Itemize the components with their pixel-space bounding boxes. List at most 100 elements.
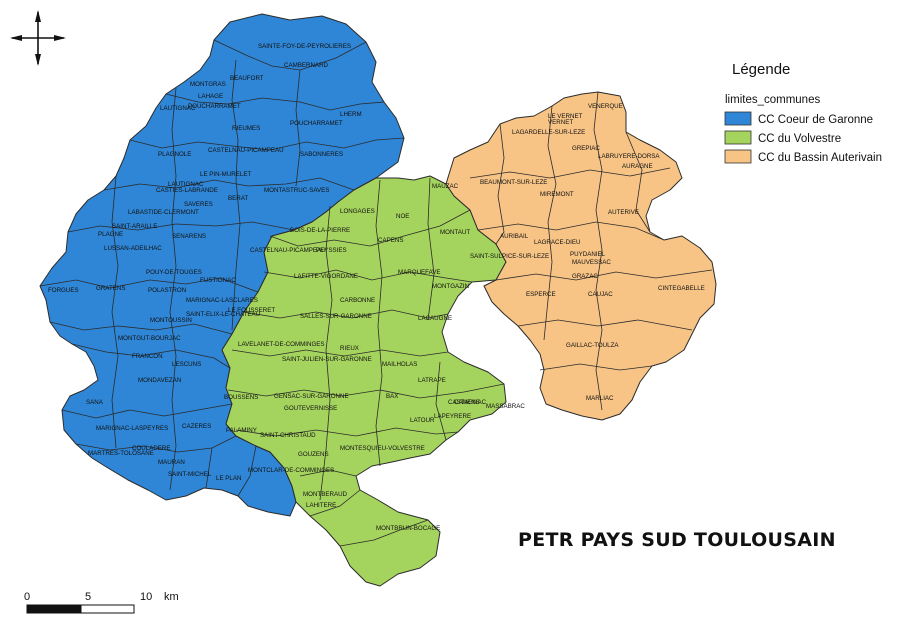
legend-label-bassin-auterivain: CC du Bassin Auterivain <box>758 152 882 164</box>
commune-label: LAVELANET-DE-COMMINGES <box>238 341 325 348</box>
commune-borders <box>39 39 713 547</box>
commune-label: MASSABRAC <box>486 403 525 410</box>
commune-label: MARLIAC <box>586 395 614 402</box>
commune-label: LE VERNET <box>548 113 583 120</box>
commune-label: FORGUES <box>48 287 79 294</box>
commune-label: RIEUMES <box>232 125 260 132</box>
commune-label: GAILLAC-TOULZA <box>566 342 619 349</box>
labels-volvestre: MAUZAC LONGAGES NOE BOIS-DE-LA-PIERRE CAPENS… <box>238 183 525 532</box>
commune-label: CAZERES <box>182 423 211 430</box>
commune-label: GENSAC-SUR-GARONNE <box>274 393 349 400</box>
commune-label: POUCHARRAMET <box>290 120 343 127</box>
commune-label: MONTCLAR-DE-COMMINGES <box>248 467 334 474</box>
commune-label: LABRUYERE-DORSA <box>598 153 660 160</box>
commune-label: AUTERIVE <box>608 209 639 216</box>
commune-label: LE PIN-MURELET <box>200 171 251 178</box>
commune-label: MARQUEFAVE <box>398 269 441 276</box>
commune-label: ESPERCE <box>526 291 556 298</box>
commune-label: BOUSSENS <box>224 394 258 401</box>
commune-label: SAINT-SULPICE-SUR-LEZE <box>470 253 549 260</box>
commune-label: LONGAGES <box>340 208 375 215</box>
commune-label: MONTOUSSIN <box>150 317 192 324</box>
commune-label: MONTGUT-BOURJAC <box>118 335 181 342</box>
commune-label: LAGARDELLE-SUR-LEZE <box>512 129 585 136</box>
commune-label: SENARENS <box>172 233 206 240</box>
commune-label: CASTAGNAC <box>448 399 487 406</box>
commune-label: GOUTEVERNISSE <box>284 405 337 412</box>
commune-label: SAINT-MICHEL <box>168 471 212 478</box>
commune-label: LACAUGNE <box>418 315 452 322</box>
commune-label: MAUZAC <box>432 183 459 190</box>
legend-swatch-coeur-de-garonne <box>724 111 752 126</box>
legend-label-volvestre: CC du Volvestre <box>758 133 841 145</box>
commune-label: POUCHARRAMET <box>188 103 241 110</box>
commune-label: MONTGAZIN <box>432 283 469 290</box>
commune-label: CAPENS <box>378 237 403 244</box>
commune-label: CASTIES-LABRANDE <box>156 187 218 194</box>
labels-bassin-auterivain: VENERQUE VERNET LAGARDELLE-SUR-LEZE GREPIAC… <box>470 103 705 402</box>
commune-label: BEAUMONT-SUR-LEZE <box>480 179 547 186</box>
commune-label: LATRAPE <box>418 377 446 384</box>
commune-label: SAINT-JULIEN-SUR-GARONNE <box>282 356 372 363</box>
commune-label: FRANCON <box>132 353 163 360</box>
commune-label: MARIGNAC-LASPEYRES <box>96 425 168 432</box>
commune-label: BAX <box>386 393 398 400</box>
commune-label: LE FOUSSERET <box>228 307 275 314</box>
commune-label: SANA <box>86 399 104 406</box>
commune-label: PUYDANIEL <box>570 251 606 258</box>
commune-label: GRATENS <box>96 285 125 292</box>
commune-label: SAVERES <box>184 201 213 208</box>
legend: Légende limites_communes CC Coeur de Gar… <box>724 61 882 164</box>
commune-label: MARTRES-TOLOSANE <box>88 450 154 457</box>
commune-label: POLASTRON <box>148 287 186 294</box>
commune-label: MONTBRUN-BOCAGE <box>376 525 440 532</box>
commune-label: LESCUNS <box>172 361 201 368</box>
compass-cross-icon <box>10 10 66 66</box>
commune-label: BOIS-DE-LA-PIERRE <box>290 227 350 234</box>
commune-label: PALAMINY <box>226 427 257 434</box>
commune-label: MAURAN <box>158 459 185 466</box>
commune-label: MIREMONT <box>540 191 574 198</box>
scale-tick-5: 5 <box>85 591 91 603</box>
commune-label: LAPEYRERE <box>434 413 471 420</box>
commune-label: LAGRACE-DIEU <box>534 239 580 246</box>
commune-label: LAUTIGNAC <box>160 105 196 112</box>
commune-label: MARIGNAC-LASCLARES <box>186 297 258 304</box>
legend-subtitle: limites_communes <box>725 94 820 106</box>
commune-label: CASTELNAU-PICAMPEAU <box>208 147 284 154</box>
commune-label: GREPIAC <box>572 145 600 152</box>
commune-label: LAHAGE <box>198 93 223 100</box>
commune-label: MONDAVEZAN <box>138 377 181 384</box>
scale-tick-10: 10 <box>140 591 152 603</box>
scale-bar: 0 5 10 km <box>24 591 179 614</box>
commune-label: PLAGNE <box>98 231 123 238</box>
commune-label: MONTAUT <box>440 229 470 236</box>
legend-title: Légende <box>732 61 790 78</box>
scale-tick-0: 0 <box>24 591 30 603</box>
commune-label: CINTEGABELLE <box>658 285 705 292</box>
commune-label: MAILHOLAS <box>382 361 417 368</box>
commune-label: VERNET <box>548 119 573 126</box>
commune-label: CANENS <box>454 399 480 406</box>
commune-label: LAFITTE-VIGORDANE <box>294 273 358 280</box>
commune-label: LATOUR <box>410 417 435 424</box>
commune-label: SAINTE-FOY-DE-PEYROLIERES <box>258 43 351 50</box>
legend-label-coeur-de-garonne: CC Coeur de Garonne <box>758 114 873 126</box>
commune-label: CASTELNAU-PICAMPEAU <box>250 247 326 254</box>
commune-label: CARBONNE <box>340 297 375 304</box>
commune-label: AURIBAIL <box>500 233 529 240</box>
commune-label: LAUTIGNAC <box>168 181 204 188</box>
commune-label: LHERM <box>340 111 362 118</box>
commune-label: VENERQUE <box>588 103 623 110</box>
commune-label: MONTASTRUC-SAVES <box>264 187 329 194</box>
commune-label: CAUJAC <box>588 291 613 298</box>
commune-label: SABONNERES <box>300 151 343 158</box>
commune-label: NOE <box>396 213 409 220</box>
commune-label: MONTBERAUD <box>303 491 348 498</box>
commune-label: FUSTIGNAC <box>200 277 236 284</box>
commune-label: AURAGNE <box>622 163 653 170</box>
scale-unit: km <box>164 591 179 603</box>
commune-label: GRAZAC <box>572 273 598 280</box>
commune-label: GOUZENS <box>298 451 329 458</box>
legend-swatch-bassin-auterivain <box>724 149 752 164</box>
